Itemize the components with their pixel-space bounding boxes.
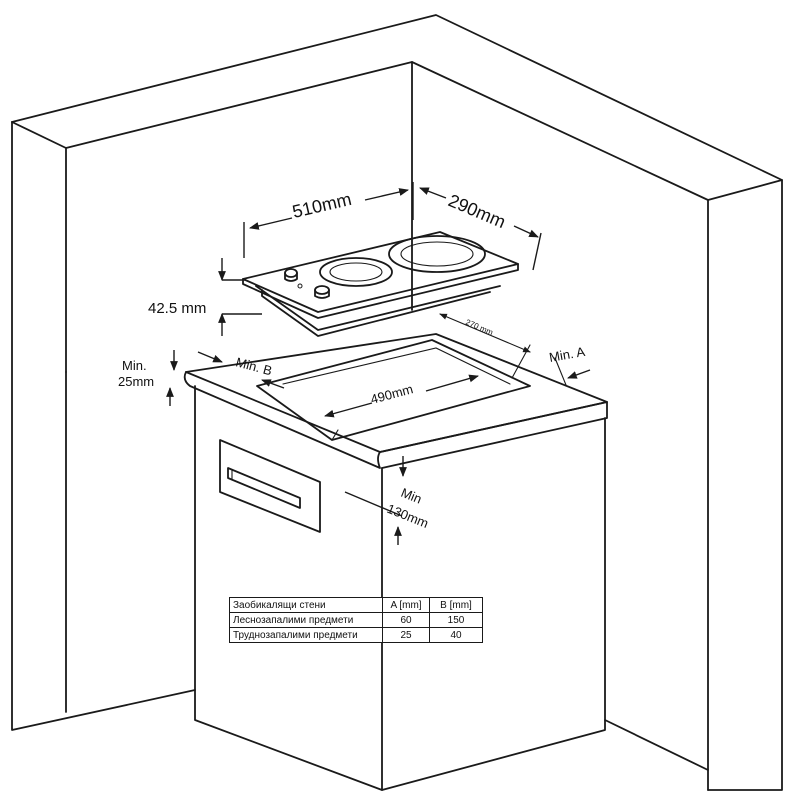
hot-plate-small	[319, 257, 393, 287]
hot-plate-large	[388, 235, 486, 273]
dim-270-line	[439, 313, 531, 353]
back-wall-inner-edge	[11, 61, 413, 311]
dim-290-left	[419, 187, 447, 199]
hot-plate-large-ring	[400, 241, 474, 267]
hob-box-body	[255, 285, 501, 331]
table-cell: 60	[382, 612, 430, 628]
walls	[11, 14, 783, 791]
table-cell: 25	[382, 627, 430, 643]
table-header-cell: Заобикалящи стени	[229, 597, 383, 613]
table-row: Леснозапалими предмети 60 150	[229, 612, 483, 628]
dim-510-label: 510mm	[290, 189, 353, 222]
cutout-opening	[256, 339, 531, 441]
min-b-arrow-right	[261, 379, 285, 389]
dim-510-left	[249, 217, 293, 230]
dim-270-ext	[511, 344, 531, 379]
countertop-left-edge	[183, 371, 381, 469]
back-wall-outline	[11, 14, 783, 791]
hob-plate-edge	[242, 263, 519, 319]
cutout-corner	[331, 429, 339, 441]
min-b-label: Min. B	[234, 354, 273, 378]
dim-490-left	[324, 402, 373, 418]
table-header-cell: B [mm]	[429, 597, 483, 613]
knob-2-side	[314, 289, 330, 299]
cabinet	[183, 333, 608, 791]
min-25-label-l1: Min.	[122, 358, 147, 373]
left-wall-outline	[11, 121, 196, 731]
dim-290-label: 290mm	[445, 190, 508, 232]
dim-490-label: 490mm	[369, 381, 415, 407]
table-cell: 150	[429, 612, 483, 628]
table-header-row: Заобикалящи стени A [mm] B [mm]	[229, 597, 483, 613]
knob-1	[284, 268, 298, 278]
min-b-arrow-left	[197, 351, 223, 363]
hot-plate-small-ring	[329, 262, 383, 282]
dim-510-right	[364, 188, 409, 201]
table-header-cell: A [mm]	[382, 597, 430, 613]
dim-290-right	[513, 225, 539, 238]
hob	[242, 231, 519, 337]
min-a-tick	[554, 357, 567, 386]
min-130-label-l1: Min	[399, 485, 424, 507]
countertop-right-edge	[379, 401, 608, 469]
dim-42-label: 42.5 mm	[148, 300, 206, 317]
knob-2	[314, 285, 330, 295]
table-row: Труднозапалими предмети 25 40	[229, 627, 483, 643]
indicator-light	[297, 283, 303, 289]
min-a-label: Min. A	[548, 344, 587, 365]
dim-490-right	[425, 374, 479, 392]
min-a-arrow	[567, 369, 591, 379]
dim-270-label: 270 mm	[464, 318, 494, 338]
drawer-front	[219, 439, 321, 533]
cabinet-front-face	[194, 385, 383, 791]
min-130-ext	[344, 491, 403, 517]
cutout-inner-lip	[282, 347, 511, 385]
hob-box-bottom	[261, 289, 491, 337]
min-130-label-l2: 130mm	[385, 501, 431, 531]
cabinet-side-face	[381, 417, 606, 791]
clearance-table: Заобикалящи стени A [mm] B [mm] Леснозап…	[229, 597, 483, 643]
side-wall-inner-edge	[411, 61, 709, 791]
knob-1-side	[284, 272, 298, 282]
min-25-label-l2: 25mm	[118, 374, 154, 389]
dim-290-ext	[532, 232, 542, 271]
drawer-handle	[227, 467, 301, 509]
table-cell: 40	[429, 627, 483, 643]
dimensions: 510mm 290mm 42.5 mm 270 mm 490mm Min. A …	[118, 182, 591, 545]
floor-line	[604, 719, 709, 771]
side-wall-top	[707, 179, 783, 201]
table-cell: Леснозапалими предмети	[229, 612, 383, 628]
table-cell: Труднозапалими предмети	[229, 627, 383, 643]
